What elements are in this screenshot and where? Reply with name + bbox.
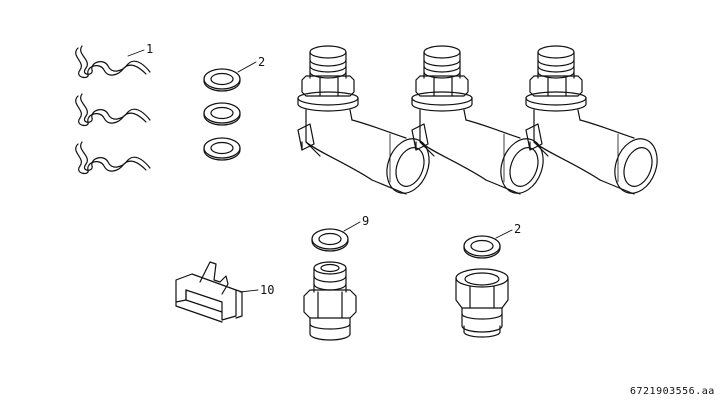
leader-line <box>239 289 259 293</box>
spring-clip <box>75 141 151 175</box>
elbow-fitting <box>525 45 665 200</box>
leader-line <box>127 49 145 57</box>
callout-2: 2 <box>258 55 265 69</box>
washer-9: 9 <box>311 214 369 252</box>
callout-9: 9 <box>362 214 369 228</box>
washer <box>203 137 241 161</box>
spring-clip-group: 1 <box>75 42 153 175</box>
washer <box>203 68 241 92</box>
washer-2-right: 2 <box>463 222 521 259</box>
leader-line <box>495 229 513 239</box>
callout-10: 10 <box>260 283 274 297</box>
leader-line <box>343 221 361 232</box>
straight-connector <box>303 261 357 341</box>
document-id: 6721903556.aa <box>630 386 715 397</box>
spring-clip <box>75 93 151 127</box>
leader-line <box>237 61 257 73</box>
elbow-fitting <box>411 45 551 200</box>
washer-group: 2 <box>203 55 265 161</box>
callout-1: 1 <box>146 42 153 56</box>
washer <box>203 102 241 126</box>
female-connector <box>455 268 509 338</box>
clip-holder: 10 <box>175 261 274 323</box>
elbow-fitting <box>297 45 437 200</box>
callout-2-right: 2 <box>514 222 521 236</box>
spring-clip <box>75 45 151 79</box>
